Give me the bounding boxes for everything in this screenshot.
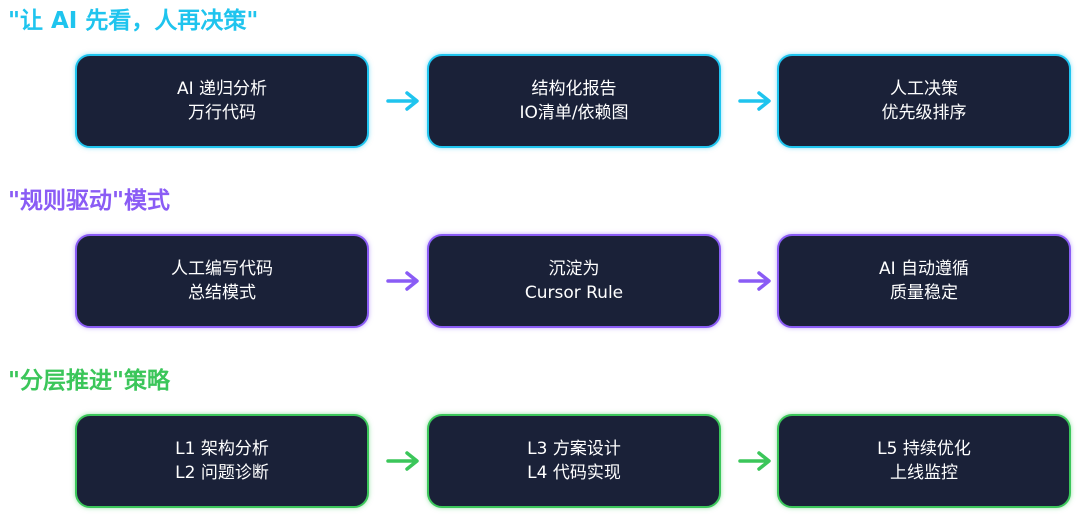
box-line-2: IO清单/依赖图 <box>519 103 629 123</box>
flow-box-manual-coding: 人工编写代码 总结模式 <box>75 234 369 328</box>
box-line-1: AI 递归分析 <box>176 79 268 99</box>
flow-box-l3-l4: L3 方案设计 L4 代码实现 <box>427 414 721 508</box>
flow-box-human-decision: 人工决策 优先级排序 <box>777 54 1071 148</box>
section-title-layered: "分层推进"策略 <box>8 368 170 394</box>
flow-box-ai-analysis: AI 递归分析 万行代码 <box>75 54 369 148</box>
box-line-2: 质量稳定 <box>890 283 958 303</box>
flow-box-ai-follows: AI 自动遵循 质量稳定 <box>777 234 1071 328</box>
box-line-1: 结构化报告 <box>531 79 617 99</box>
box-line-2: 总结模式 <box>188 283 256 303</box>
flow-box-l5: L5 持续优化 上线监控 <box>777 414 1071 508</box>
box-line-2: L2 问题诊断 <box>175 463 269 483</box>
right-arrow-icon <box>386 451 419 471</box>
section-title-rule-driven: "规则驱动"模式 <box>8 188 170 214</box>
box-line-2: 上线监控 <box>890 463 958 483</box>
box-line-2: 优先级排序 <box>881 103 967 123</box>
right-arrow-icon <box>386 271 419 291</box>
box-line-2: L4 代码实现 <box>527 463 621 483</box>
box-line-1: L1 架构分析 <box>175 439 269 459</box>
section-title-ai-first: "让 AI 先看，人再决策" <box>8 8 259 34</box>
right-arrow-icon <box>738 271 771 291</box>
box-line-2: 万行代码 <box>188 103 256 123</box>
box-line-1: L3 方案设计 <box>527 439 621 459</box>
box-line-2: Cursor Rule <box>524 283 624 303</box>
box-line-1: 人工决策 <box>890 79 958 99</box>
box-line-1: L5 持续优化 <box>877 439 971 459</box>
flow-box-structured-report: 结构化报告 IO清单/依赖图 <box>427 54 721 148</box>
right-arrow-icon <box>738 451 771 471</box>
flow-box-cursor-rule: 沉淀为 Cursor Rule <box>427 234 721 328</box>
right-arrow-icon <box>738 91 771 111</box>
right-arrow-icon <box>386 91 419 111</box>
flow-box-l1-l2: L1 架构分析 L2 问题诊断 <box>75 414 369 508</box>
box-line-1: AI 自动遵循 <box>878 259 970 279</box>
box-line-1: 人工编写代码 <box>171 259 273 279</box>
box-line-1: 沉淀为 <box>548 259 600 279</box>
